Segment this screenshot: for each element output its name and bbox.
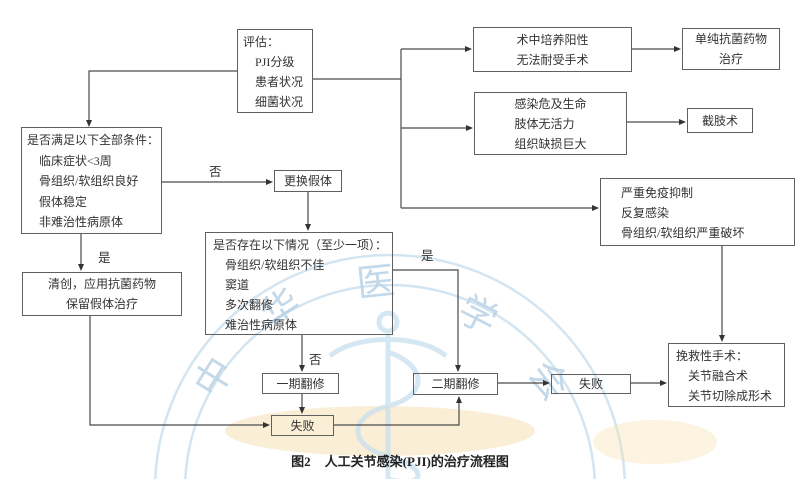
node-line: 骨组织/软组织不佳 bbox=[225, 258, 325, 272]
node-line: 清创，应用抗菌药物 bbox=[47, 277, 156, 291]
node-line: 细菌状况 bbox=[255, 95, 304, 109]
node-line: 术中培养阳性 bbox=[516, 32, 589, 47]
node-amputation: 截肢术 bbox=[687, 108, 753, 133]
watermark-outer-ring bbox=[154, 253, 626, 479]
node-line: 无法耐受手术 bbox=[516, 52, 589, 67]
caduceus-icon bbox=[328, 310, 448, 479]
node-culture-positive: 术中培养阳性 无法耐受手术 bbox=[473, 27, 632, 72]
node-line: 关节融合术 bbox=[688, 369, 749, 383]
node-debridement: 清创，应用抗菌药物 保留假体治疗 bbox=[22, 272, 182, 316]
edge-label-no: 否 bbox=[309, 353, 322, 367]
node-line: 肢体无活力 bbox=[514, 116, 575, 131]
node-failure-right: 失败 bbox=[551, 374, 631, 394]
node-line: PJI分级 bbox=[255, 55, 295, 69]
node-line: 感染危及生命 bbox=[514, 96, 587, 111]
edge-label-yes: 是 bbox=[421, 249, 434, 263]
node-line: 严重免疫抑制 bbox=[621, 186, 694, 200]
node-line: 窦道 bbox=[225, 278, 250, 292]
figure-caption: 图2 人工关节感染(PJI)的治疗流程图 bbox=[0, 451, 800, 470]
node-all-conditions: 是否满足以下全部条件： 临床症状<3周 骨组织/软组织良好 假体稳定 非难治性病… bbox=[21, 127, 162, 234]
node-line: 评估： bbox=[243, 35, 280, 49]
node-line: 骨组织/软组织严重破坏 bbox=[621, 226, 745, 240]
watermark-char: 医 bbox=[355, 260, 397, 306]
watermark-highlight bbox=[225, 406, 535, 456]
node-line: 是否存在以下情况（至少一项）： bbox=[213, 238, 388, 252]
node-line: 挽救性手术： bbox=[676, 349, 749, 363]
node-line: 假体稳定 bbox=[39, 194, 88, 209]
edge-failure-to-two-stage bbox=[334, 396, 462, 426]
node-line: 治疗 bbox=[718, 52, 743, 66]
node-one-stage-revision: 一期翻修 bbox=[262, 373, 339, 394]
node-replace-prosthesis: 更换假体 bbox=[274, 170, 342, 192]
watermark-highlight-2 bbox=[593, 420, 717, 464]
edge-any-yes-to-two-stage bbox=[393, 269, 461, 372]
node-life-threatening: 感染危及生命 肢体无活力 组织缺损巨大 bbox=[474, 92, 627, 155]
node-line: 组织缺损巨大 bbox=[514, 136, 587, 151]
node-evaluate: 评估： PJI分级 患者状况 细菌状况 bbox=[237, 29, 313, 113]
node-line: 难治性病原体 bbox=[225, 318, 298, 332]
figure-caption-text: 人工关节感染(PJI)的治疗流程图 bbox=[324, 454, 509, 469]
figure-caption-label: 图2 bbox=[291, 454, 311, 469]
node-line: 非难治性病原体 bbox=[39, 215, 124, 229]
node-failure-left: 失败 bbox=[271, 415, 334, 436]
node-line: 反复感染 bbox=[621, 206, 670, 220]
watermark-inner-ring bbox=[184, 283, 596, 479]
edge-debridement-to-failure bbox=[89, 316, 270, 428]
node-line: 关节切除成形术 bbox=[688, 389, 773, 403]
node-antibiotics-only: 单纯抗菌药物 治疗 bbox=[682, 28, 780, 70]
node-line: 骨组织/软组织良好 bbox=[39, 174, 139, 188]
edge-label-yes: 是 bbox=[98, 251, 111, 265]
node-any-condition: 是否存在以下情况（至少一项）： 骨组织/软组织不佳 窦道 多次翻修 难治性病原体 bbox=[205, 232, 393, 335]
node-salvage: 挽救性手术： 关节融合术 关节切除成形术 bbox=[668, 343, 785, 407]
node-line: 单纯抗菌药物 bbox=[694, 32, 767, 46]
node-line: 是否满足以下全部条件： bbox=[27, 133, 160, 147]
node-immunosuppression: 严重免疫抑制 反复感染 骨组织/软组织严重破坏 bbox=[600, 178, 795, 246]
node-line: 多次翻修 bbox=[225, 298, 274, 312]
node-line: 患者状况 bbox=[255, 75, 304, 89]
node-two-stage-revision: 二期翻修 bbox=[413, 373, 498, 395]
node-line: 临床症状<3周 bbox=[39, 153, 112, 168]
edge-label-no: 否 bbox=[209, 165, 222, 179]
edge-evaluate-to-conditions bbox=[86, 70, 237, 127]
node-line: 保留假体治疗 bbox=[65, 297, 138, 311]
